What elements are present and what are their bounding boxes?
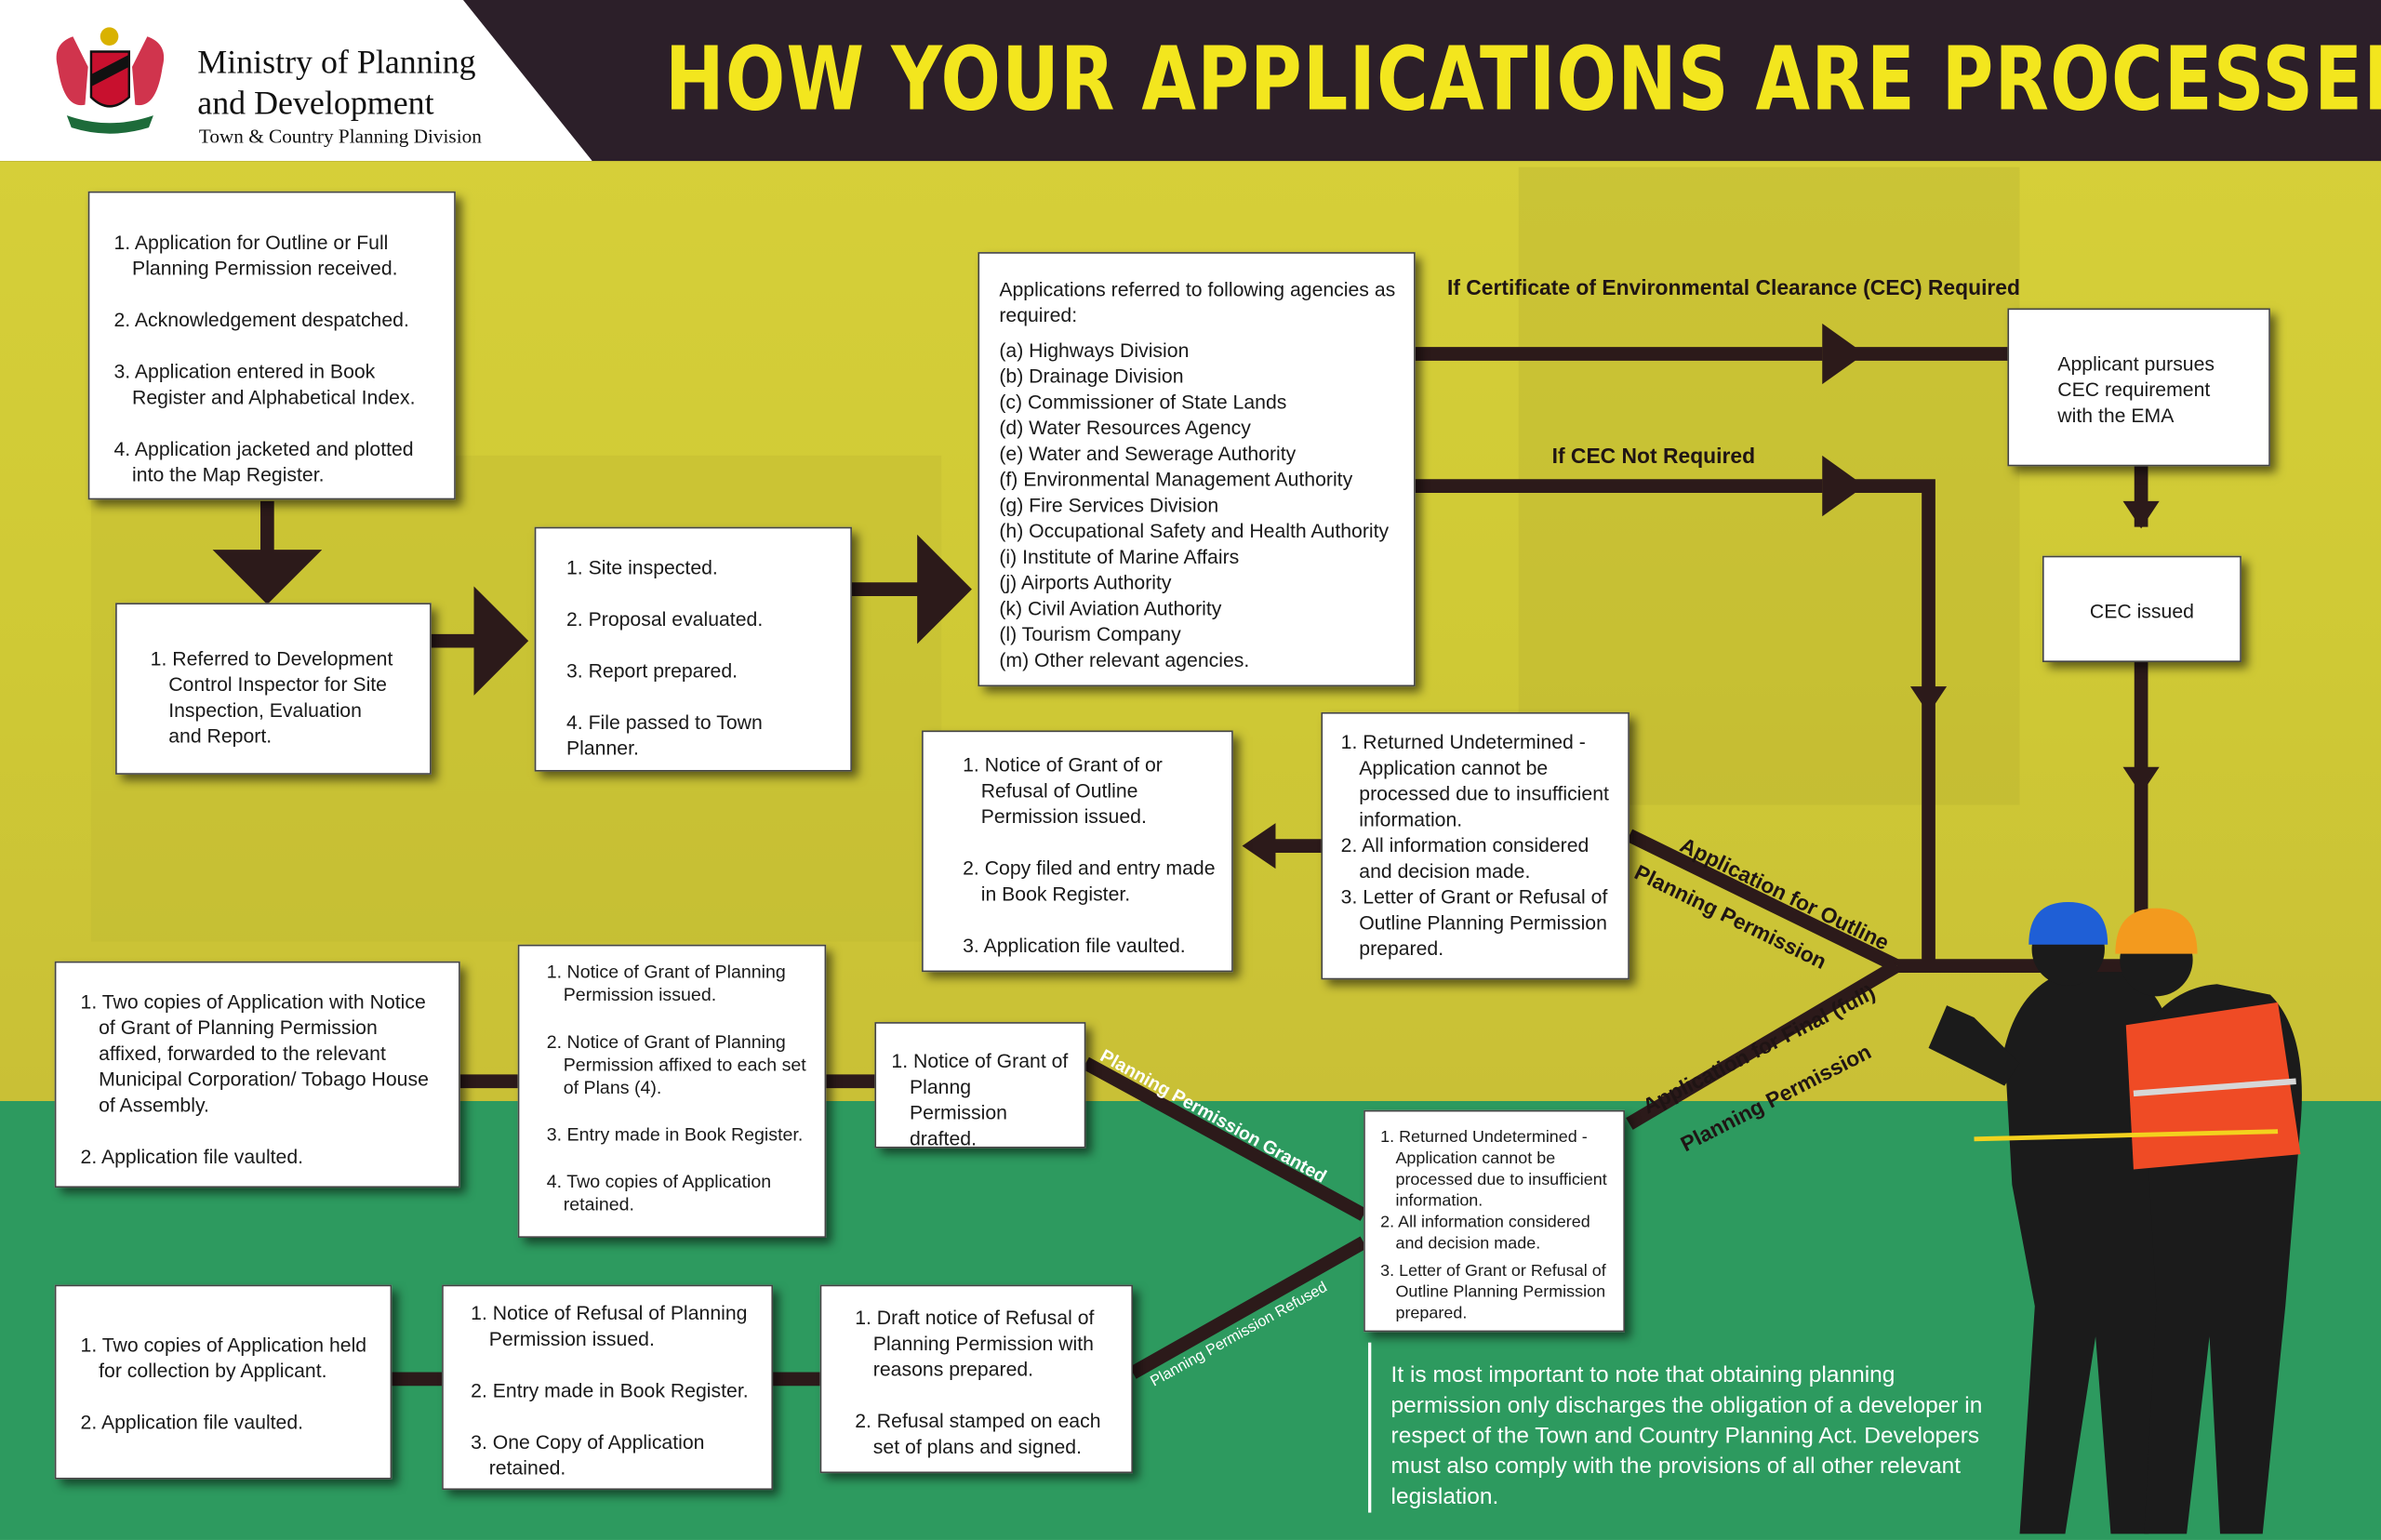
footnote-bar: [1368, 1342, 1372, 1513]
label-cec-required: If Certificate of Environmental Clearanc…: [1446, 274, 2021, 299]
list-item: 1. Application for Outline or Full Plann…: [113, 231, 398, 280]
list-item: 1. Two copies of Application with Notice…: [80, 989, 429, 1117]
division-name: Town & Country Planning Division: [198, 124, 482, 148]
box-notice-drafted: 1. Notice of Grant of Planng Permission …: [874, 1022, 1086, 1150]
list-item: 4. Application jacketed and plotted into…: [113, 437, 414, 486]
list-item: 1. Notice of Grant of or Refusal of Outl…: [963, 753, 1163, 829]
agency-list: (a) Highways Division(b) Drainage Divisi…: [999, 338, 1395, 673]
box-cec-pursue: Applicant pursues CEC requirement with t…: [2007, 308, 2270, 467]
ministry-name: Ministry of Planning and Development: [197, 42, 476, 122]
list-item: 2. Copy filed and entry made in Book Reg…: [963, 856, 1216, 906]
list-item: 1. Notice of Grant of Planning Permissio…: [546, 961, 786, 1006]
agencies-intro: Applications referred to following agenc…: [999, 277, 1396, 327]
box-draft-refusal: 1. Draft notice of Refusal of Planning P…: [819, 1284, 1133, 1474]
list-item: 3. One Copy of Application retained.: [471, 1430, 705, 1480]
list-item: 1. Returned Undetermined - Application c…: [1380, 1128, 1607, 1211]
list-item: 2. Entry made in Book Register.: [471, 1378, 749, 1402]
agency-item: (d) Water Resources Agency: [999, 416, 1251, 439]
list-item: 4. File passed to Town Planner.: [565, 710, 763, 760]
list-item: 1. Two copies of Application held for co…: [80, 1333, 367, 1383]
box-referred-inspector: 1. Referred to Development Control Inspe…: [115, 603, 432, 775]
line-final-app: [1626, 960, 1900, 1130]
list-item: 3. Application file vaulted.: [963, 934, 1186, 957]
box-application-received: 1. Application for Outline or Full Plann…: [87, 191, 456, 500]
list-item: 1. Returned Undetermined - Application c…: [1340, 730, 1609, 831]
box-notice-outline: 1. Notice of Grant of or Refusal of Outl…: [922, 730, 1233, 973]
list-item: 2. Proposal evaluated.: [565, 607, 764, 631]
agency-item: (g) Fire Services Division: [999, 493, 1219, 517]
agency-item: (j) Airports Authority: [999, 571, 1172, 594]
list-item: 1. Site inspected.: [565, 555, 718, 579]
box-cec-issued: CEC issued: [2042, 555, 2241, 663]
line-granted: [1082, 1056, 1367, 1221]
agency-item: (f) Environmental Management Authority: [999, 467, 1353, 491]
list-item: 2. All information considered and decisi…: [1380, 1213, 1590, 1254]
list-item: 1. Referred to Development Control Inspe…: [150, 646, 393, 748]
list-item: 2. Refusal stamped on each set of plans …: [855, 1409, 1101, 1458]
list-item: 1. Draft notice of Refusal of Planning P…: [855, 1306, 1095, 1381]
list-item: 3. Letter of Grant or Refusal of Outline…: [1380, 1262, 1606, 1323]
line-outline-app: [1626, 829, 1900, 973]
agency-item: (h) Occupational Safety and Health Autho…: [999, 519, 1390, 543]
line-refused: [1129, 1236, 1367, 1379]
box-two-copies-forwarded: 1. Two copies of Application with Notice…: [54, 961, 460, 1188]
coat-of-arms-icon: [56, 27, 165, 134]
list-item: 2. Application file vaulted.: [80, 1145, 304, 1168]
list-item: 3. Entry made in Book Register.: [546, 1123, 804, 1146]
agency-item: (c) Commissioner of State Lands: [999, 390, 1287, 414]
agency-item: (a) Highways Division: [999, 339, 1190, 362]
list-item: 2. All information considered and decisi…: [1340, 833, 1590, 883]
agency-item: (i) Institute of Marine Affairs: [999, 545, 1240, 568]
list-item: 2. Application file vaulted.: [80, 1411, 304, 1434]
box-refusal-issued: 1. Notice of Refusal of Planning Permiss…: [442, 1284, 774, 1491]
list-item: 1. Notice of Grant of Planng Permission …: [891, 1049, 1069, 1150]
label-cec-not-required: If CEC Not Required: [1551, 443, 1756, 468]
footnote: It is most important to note that obtain…: [1390, 1361, 1983, 1510]
list-item: 4. Two copies of Application retained.: [546, 1171, 772, 1215]
agency-item: (k) Civil Aviation Authority: [999, 596, 1222, 620]
box-returned-outline: 1. Returned Undetermined - Application c…: [1321, 711, 1629, 980]
list-item: 3. Report prepared.: [565, 658, 738, 683]
box-returned-full: 1. Returned Undetermined - Application c…: [1363, 1109, 1625, 1333]
box-two-copies-held: 1. Two copies of Application held for co…: [54, 1284, 392, 1480]
box-site-inspected: 1. Site inspected. 2. Proposal evaluated…: [534, 526, 852, 772]
list-item: 2. Notice of Grant of Planning Permissio…: [546, 1030, 806, 1098]
agency-item: (e) Water and Sewerage Authority: [999, 442, 1297, 465]
agency-item: (b) Drainage Division: [999, 364, 1184, 388]
list-item: 3. Application entered in Book Register …: [113, 360, 416, 409]
list-item: 3. Letter of Grant or Refusal of Outline…: [1340, 885, 1608, 961]
box-agencies: Applications referred to following agenc…: [978, 252, 1416, 687]
box-grant-issued: 1. Notice of Grant of Planning Permissio…: [517, 944, 827, 1238]
list-item: 1. Notice of Refusal of Planning Permiss…: [471, 1301, 748, 1350]
page-title: HOW YOUR APPLICATIONS ARE PROCESSED: [665, 27, 2381, 131]
list-item: 2. Acknowledgement despatched.: [113, 308, 409, 332]
agency-item: (l) Tourism Company: [999, 622, 1181, 646]
agency-item: (m) Other relevant agencies.: [999, 648, 1250, 671]
